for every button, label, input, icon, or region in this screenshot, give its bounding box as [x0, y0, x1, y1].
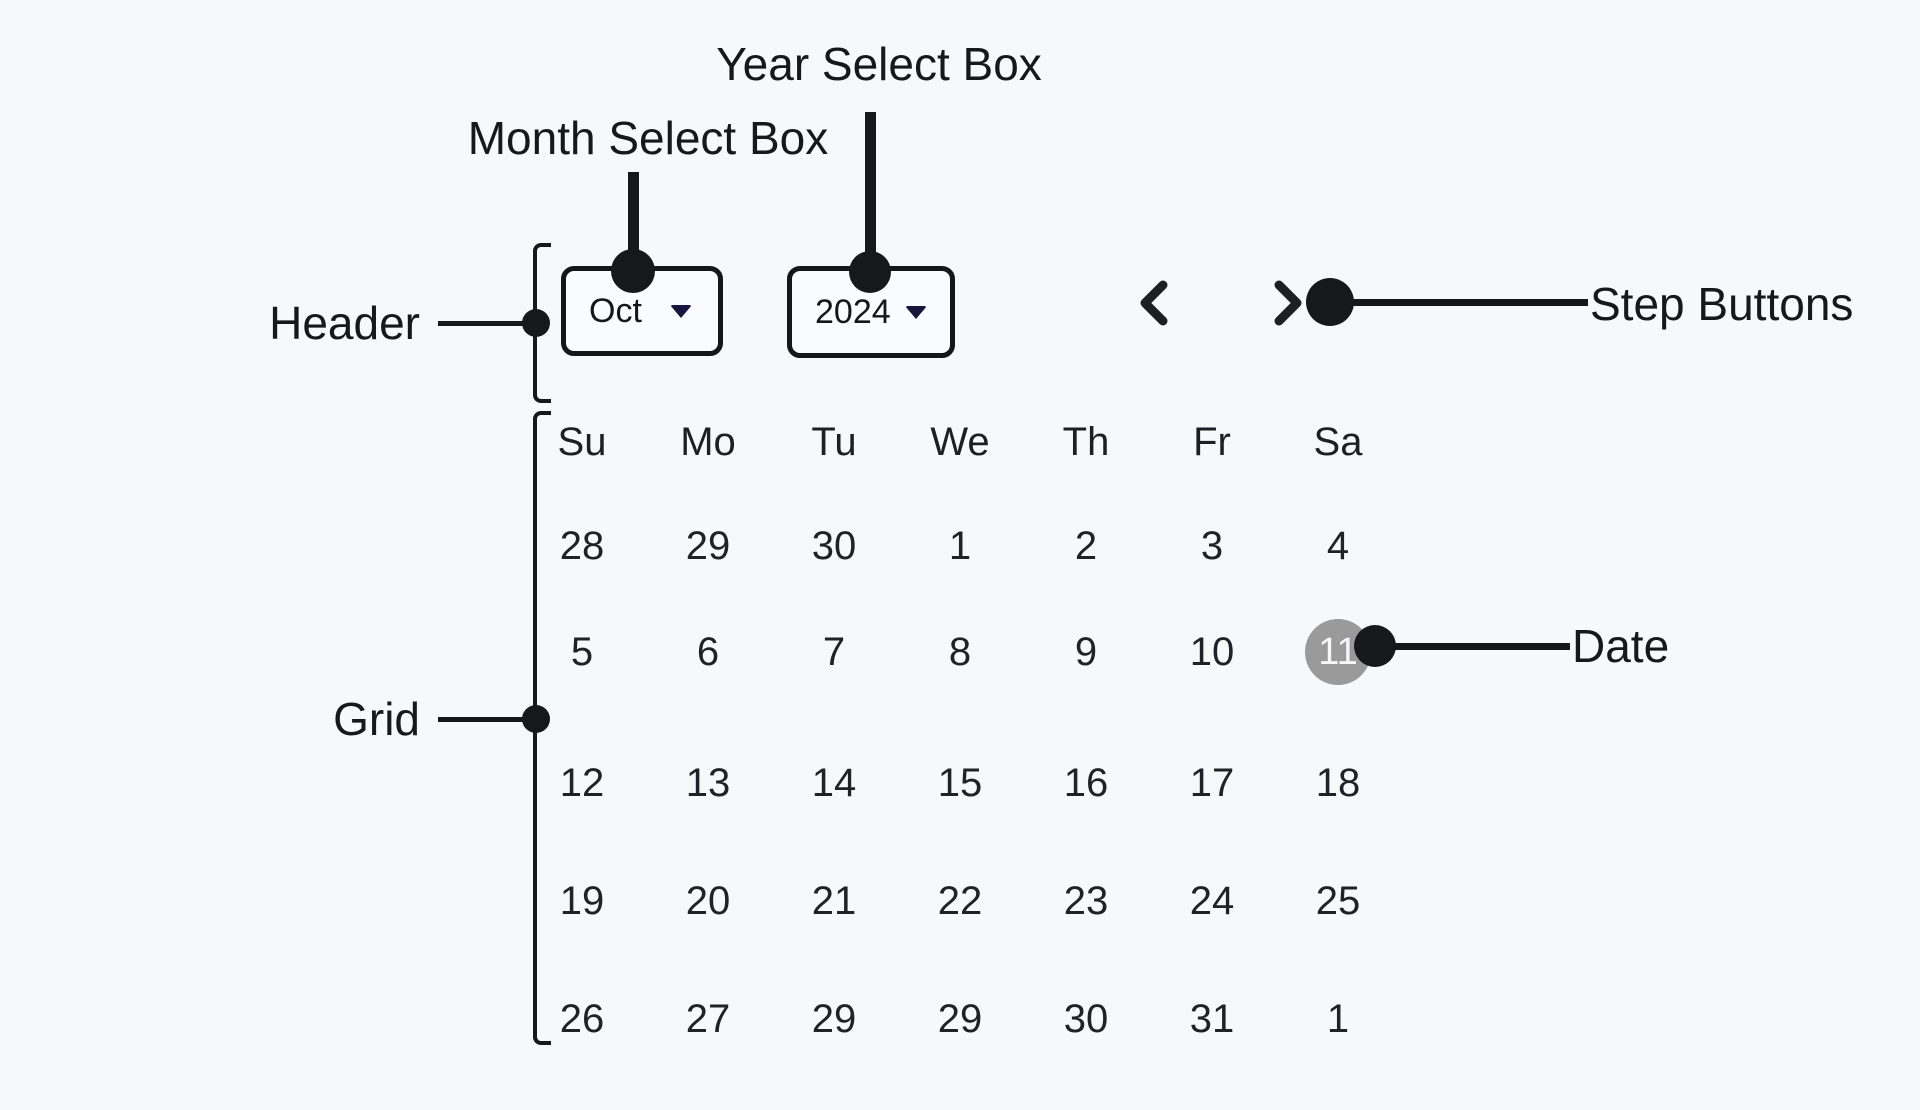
weekday-label: Tu	[811, 419, 857, 464]
week-row: 28 29 30 1 2 3 4	[519, 516, 1401, 576]
date-cell[interactable]: 19	[559, 878, 605, 923]
chevron-left-icon	[1140, 280, 1168, 326]
date-cell[interactable]: 18	[1315, 760, 1361, 805]
date-cell[interactable]: 30	[811, 523, 857, 568]
weekday-label: We	[930, 419, 990, 464]
month-leader-line	[628, 172, 639, 272]
date-cell[interactable]: 8	[948, 629, 972, 674]
date-cell[interactable]: 14	[811, 760, 857, 805]
step-leader-line	[1330, 299, 1588, 306]
date-annotation-label: Date	[1572, 620, 1670, 672]
month-select-value: Oct	[589, 291, 642, 330]
date-cell[interactable]: 4	[1326, 523, 1350, 568]
date-cell[interactable]: 3	[1200, 523, 1224, 568]
date-cell[interactable]: 22	[937, 878, 983, 923]
date-cell[interactable]: 27	[685, 996, 731, 1041]
date-cell[interactable]: 29	[811, 996, 857, 1041]
year-select-value: 2024	[815, 292, 891, 331]
date-cell[interactable]: 2	[1074, 523, 1098, 568]
date-cell[interactable]: 25	[1315, 878, 1361, 923]
date-leader-dot	[1354, 625, 1396, 667]
header-annotation-label: Header	[269, 297, 420, 349]
step-buttons-annotation-label: Step Buttons	[1590, 278, 1854, 330]
date-cell[interactable]: 7	[822, 629, 846, 674]
weekday-label: Fr	[1193, 419, 1231, 464]
date-cell[interactable]: 23	[1063, 878, 1109, 923]
date-cell[interactable]: 12	[559, 760, 605, 805]
week-row: 19 20 21 22 23 24 25	[519, 871, 1401, 931]
grid-leader-line	[438, 717, 536, 722]
date-cell[interactable]: 29	[937, 996, 983, 1041]
triangle-down-icon	[904, 305, 927, 319]
date-cell[interactable]: 13	[685, 760, 731, 805]
week-row: 12 13 14 15 16 17 18	[519, 753, 1401, 813]
weekday-label: Sa	[1313, 419, 1363, 464]
week-row: 26 27 29 29 30 31 1	[519, 989, 1401, 1049]
date-cell[interactable]: 16	[1063, 760, 1109, 805]
date-cell[interactable]: 17	[1189, 760, 1235, 805]
date-cell[interactable]: 9	[1074, 629, 1098, 674]
date-cell[interactable]: 1	[1326, 996, 1350, 1041]
date-cell[interactable]: 21	[811, 878, 857, 923]
weekday-label: Th	[1062, 419, 1110, 464]
date-cell[interactable]: 31	[1189, 996, 1235, 1041]
date-cell[interactable]: 26	[559, 996, 605, 1041]
weekday-row: Su Mo Tu We Th Fr Sa	[519, 412, 1401, 472]
date-cell[interactable]: 15	[937, 760, 983, 805]
year-select-box-annotation-label: Year Select Box	[716, 38, 1042, 90]
date-cell[interactable]: 20	[685, 878, 731, 923]
date-cell[interactable]: 28	[559, 523, 605, 568]
year-leader-line	[865, 112, 876, 274]
header-leader-line	[438, 321, 536, 326]
grid-leader-dot	[522, 705, 550, 733]
date-cell[interactable]: 30	[1063, 996, 1109, 1041]
weekday-label: Su	[557, 419, 607, 464]
header-leader-dot	[522, 309, 550, 337]
step-leader-dot	[1306, 278, 1354, 326]
prev-month-button[interactable]	[1136, 279, 1170, 327]
chevron-right-icon	[1274, 280, 1302, 326]
date-leader-line	[1375, 643, 1570, 650]
date-cell[interactable]: 10	[1189, 629, 1235, 674]
triangle-down-icon	[670, 304, 692, 318]
date-cell[interactable]: 6	[696, 629, 720, 674]
month-select-box-annotation-label: Month Select Box	[467, 112, 829, 164]
year-leader-dot	[849, 251, 891, 293]
date-cell[interactable]: 29	[685, 523, 731, 568]
next-month-button[interactable]	[1272, 279, 1306, 327]
date-cell[interactable]: 24	[1189, 878, 1235, 923]
grid-annotation-label: Grid	[333, 693, 420, 745]
date-cell[interactable]: 1	[948, 523, 972, 568]
month-leader-dot	[611, 249, 655, 293]
weekday-label: Mo	[680, 419, 736, 464]
date-cell[interactable]: 5	[570, 629, 594, 674]
